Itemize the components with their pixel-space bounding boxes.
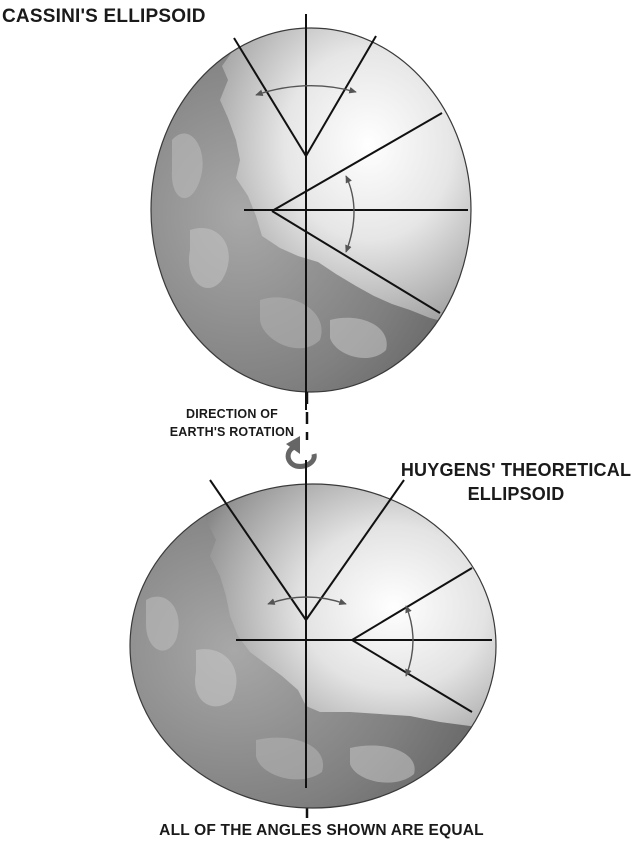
huygens-globe: [120, 460, 500, 820]
rotation-arrow-icon: [286, 436, 314, 466]
cassini-globe: [140, 14, 480, 410]
